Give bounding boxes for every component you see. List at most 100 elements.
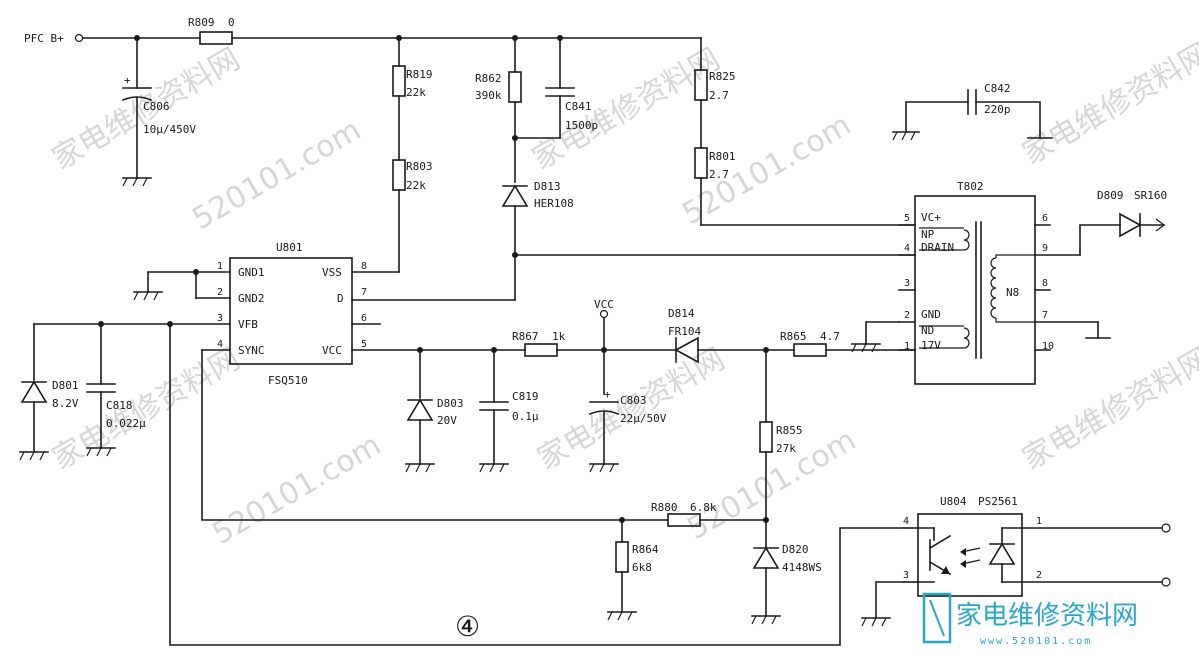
resistor-r865: R865 4.7: [765, 330, 916, 357]
u801-ground: [133, 269, 199, 301]
section-marker: ④: [455, 610, 480, 643]
c806-ref: C806: [143, 100, 170, 113]
resistor-r825: R825 2.7: [694, 37, 736, 149]
r865-value: 4.7: [820, 330, 840, 343]
t802-np-name: NP: [921, 228, 935, 241]
resistor-r867: R867 1k: [512, 330, 566, 357]
t802-pin4-name: DRAIN: [921, 241, 954, 254]
vcc-net-label: VCC: [594, 298, 614, 311]
u801-pin4-name: SYNC: [238, 344, 265, 357]
r862-ref: R862: [475, 72, 502, 85]
r803-ref: R803: [406, 160, 433, 173]
u801-pin5-num: 5: [361, 339, 367, 350]
d813-ref: D813: [534, 180, 561, 193]
u801-ref: U801: [276, 241, 303, 254]
r809-value: 0: [228, 16, 235, 29]
u801-pin7-num: 7: [361, 287, 367, 298]
c819-ref: C819: [512, 390, 539, 403]
resistor-r803: R803 22k: [351, 159, 433, 273]
resistor-r880: R880 6.8k: [619, 501, 767, 527]
r867-value: 1k: [552, 330, 566, 343]
resistor-r801: R801 2.7: [694, 147, 916, 226]
t802-pin10-num: 10: [1042, 341, 1054, 352]
u801-pin7-name: D: [337, 292, 344, 305]
vcc-net: VCC: [417, 298, 677, 395]
capacitor-c842: C842 220p: [892, 82, 1053, 141]
u801-pin6-num: 6: [361, 313, 367, 324]
t802-pin5-num: 5: [904, 213, 910, 224]
t802-pin5-name: VC+: [921, 211, 941, 224]
t802-core-label: N8: [1006, 286, 1019, 299]
t802-pin3-num: 3: [904, 278, 910, 289]
r801-ref: R801: [709, 150, 736, 163]
t802-pin8-num: 8: [1042, 278, 1048, 289]
c842-value: 220p: [984, 103, 1011, 116]
r864-value: 6k8: [632, 561, 652, 574]
logo-url-text: www.520101.com: [980, 636, 1092, 647]
u801-part: FSQ510: [268, 374, 308, 387]
u801-pin3-num: 3: [217, 313, 223, 324]
svg-text:+: +: [604, 388, 611, 401]
diode-d801: D801 8.2V: [19, 379, 79, 461]
u801-pin5-name: VCC: [322, 344, 342, 357]
c818-ref: C818: [106, 399, 133, 412]
diode-d820: D820 4148WS: [751, 543, 822, 625]
u801-pin2-name: GND2: [238, 292, 265, 305]
optocoupler-u804: U804 PS2561 4 3 1 2: [903, 495, 1171, 597]
watermark-cn: 家电维修资料网: [1017, 37, 1199, 172]
u801-pin2-num: 2: [217, 287, 223, 298]
c818-value: 0.022μ: [106, 417, 146, 430]
c806-value: 10μ/450V: [143, 123, 196, 136]
r862-value: 390k: [475, 89, 502, 102]
r864-ref: R864: [632, 543, 659, 556]
d809-value: SR160: [1134, 189, 1167, 202]
d801-value: 8.2V: [52, 397, 79, 410]
t802-pin7-num: 7: [1042, 310, 1048, 321]
r880-ref: R880: [651, 501, 678, 514]
d803-ref: D803: [437, 397, 464, 410]
u804-ref: U804: [940, 495, 967, 508]
diode-d813: D813 HER108: [501, 180, 574, 301]
d813-value: HER108: [534, 197, 574, 210]
t802-pin2-num: 2: [904, 310, 910, 321]
vfb-net: [33, 321, 905, 646]
watermark-cn: 家电维修资料网: [532, 342, 731, 477]
u804-part: PS2561: [978, 495, 1018, 508]
u801-pin1-num: 1: [217, 261, 223, 272]
r801-value: 2.7: [709, 168, 729, 181]
r819-value: 22k: [406, 86, 426, 99]
r819-ref: R819: [406, 68, 433, 81]
t802-ref: T802: [957, 180, 984, 193]
capacitor-c803: + C803 22μ/50V: [588, 388, 667, 473]
site-logo: 家电维修资料网 www.520101.com: [922, 592, 1138, 647]
section-marker-text: ④: [455, 610, 480, 643]
diode-d809: D809 SR160: [1079, 189, 1167, 256]
u801-pin8-num: 8: [361, 261, 367, 272]
svg-text:+: +: [124, 74, 131, 87]
u801-pin8-name: VSS: [322, 266, 342, 279]
d820-ref: D820: [782, 543, 809, 556]
r855-ref: R855: [776, 424, 803, 437]
r803-value: 22k: [406, 179, 426, 192]
c841-ref: C841: [565, 100, 592, 113]
u801-pin4-num: 4: [217, 339, 223, 350]
c803-ref: C803: [620, 394, 647, 407]
u804-pin2-num: 2: [1036, 570, 1042, 581]
u804-pin1-num: 1: [1036, 516, 1042, 527]
r867-ref: R867: [512, 330, 539, 343]
watermark-url: 520101.com: [677, 108, 857, 232]
t802-aux-ground: [851, 321, 900, 353]
resistor-r819: R819 22k: [392, 37, 433, 161]
d814-value: FR104: [668, 325, 701, 338]
capacitor-c819: C819 0.1μ: [479, 349, 539, 473]
t802-pin6-num: 6: [1042, 213, 1048, 224]
resistor-r855: R855 27k: [759, 349, 803, 549]
u804-pin3-num: 3: [903, 570, 909, 581]
c819-value: 0.1μ: [512, 410, 539, 423]
resistor-r862: R862 390k: [475, 37, 522, 183]
d809-ref: D809: [1097, 189, 1124, 202]
d820-value: 4148WS: [782, 561, 822, 574]
watermark-cn: 家电维修资料网: [527, 42, 726, 177]
u801-pin3-name: VFB: [238, 318, 258, 331]
u804-ground: [861, 581, 905, 627]
